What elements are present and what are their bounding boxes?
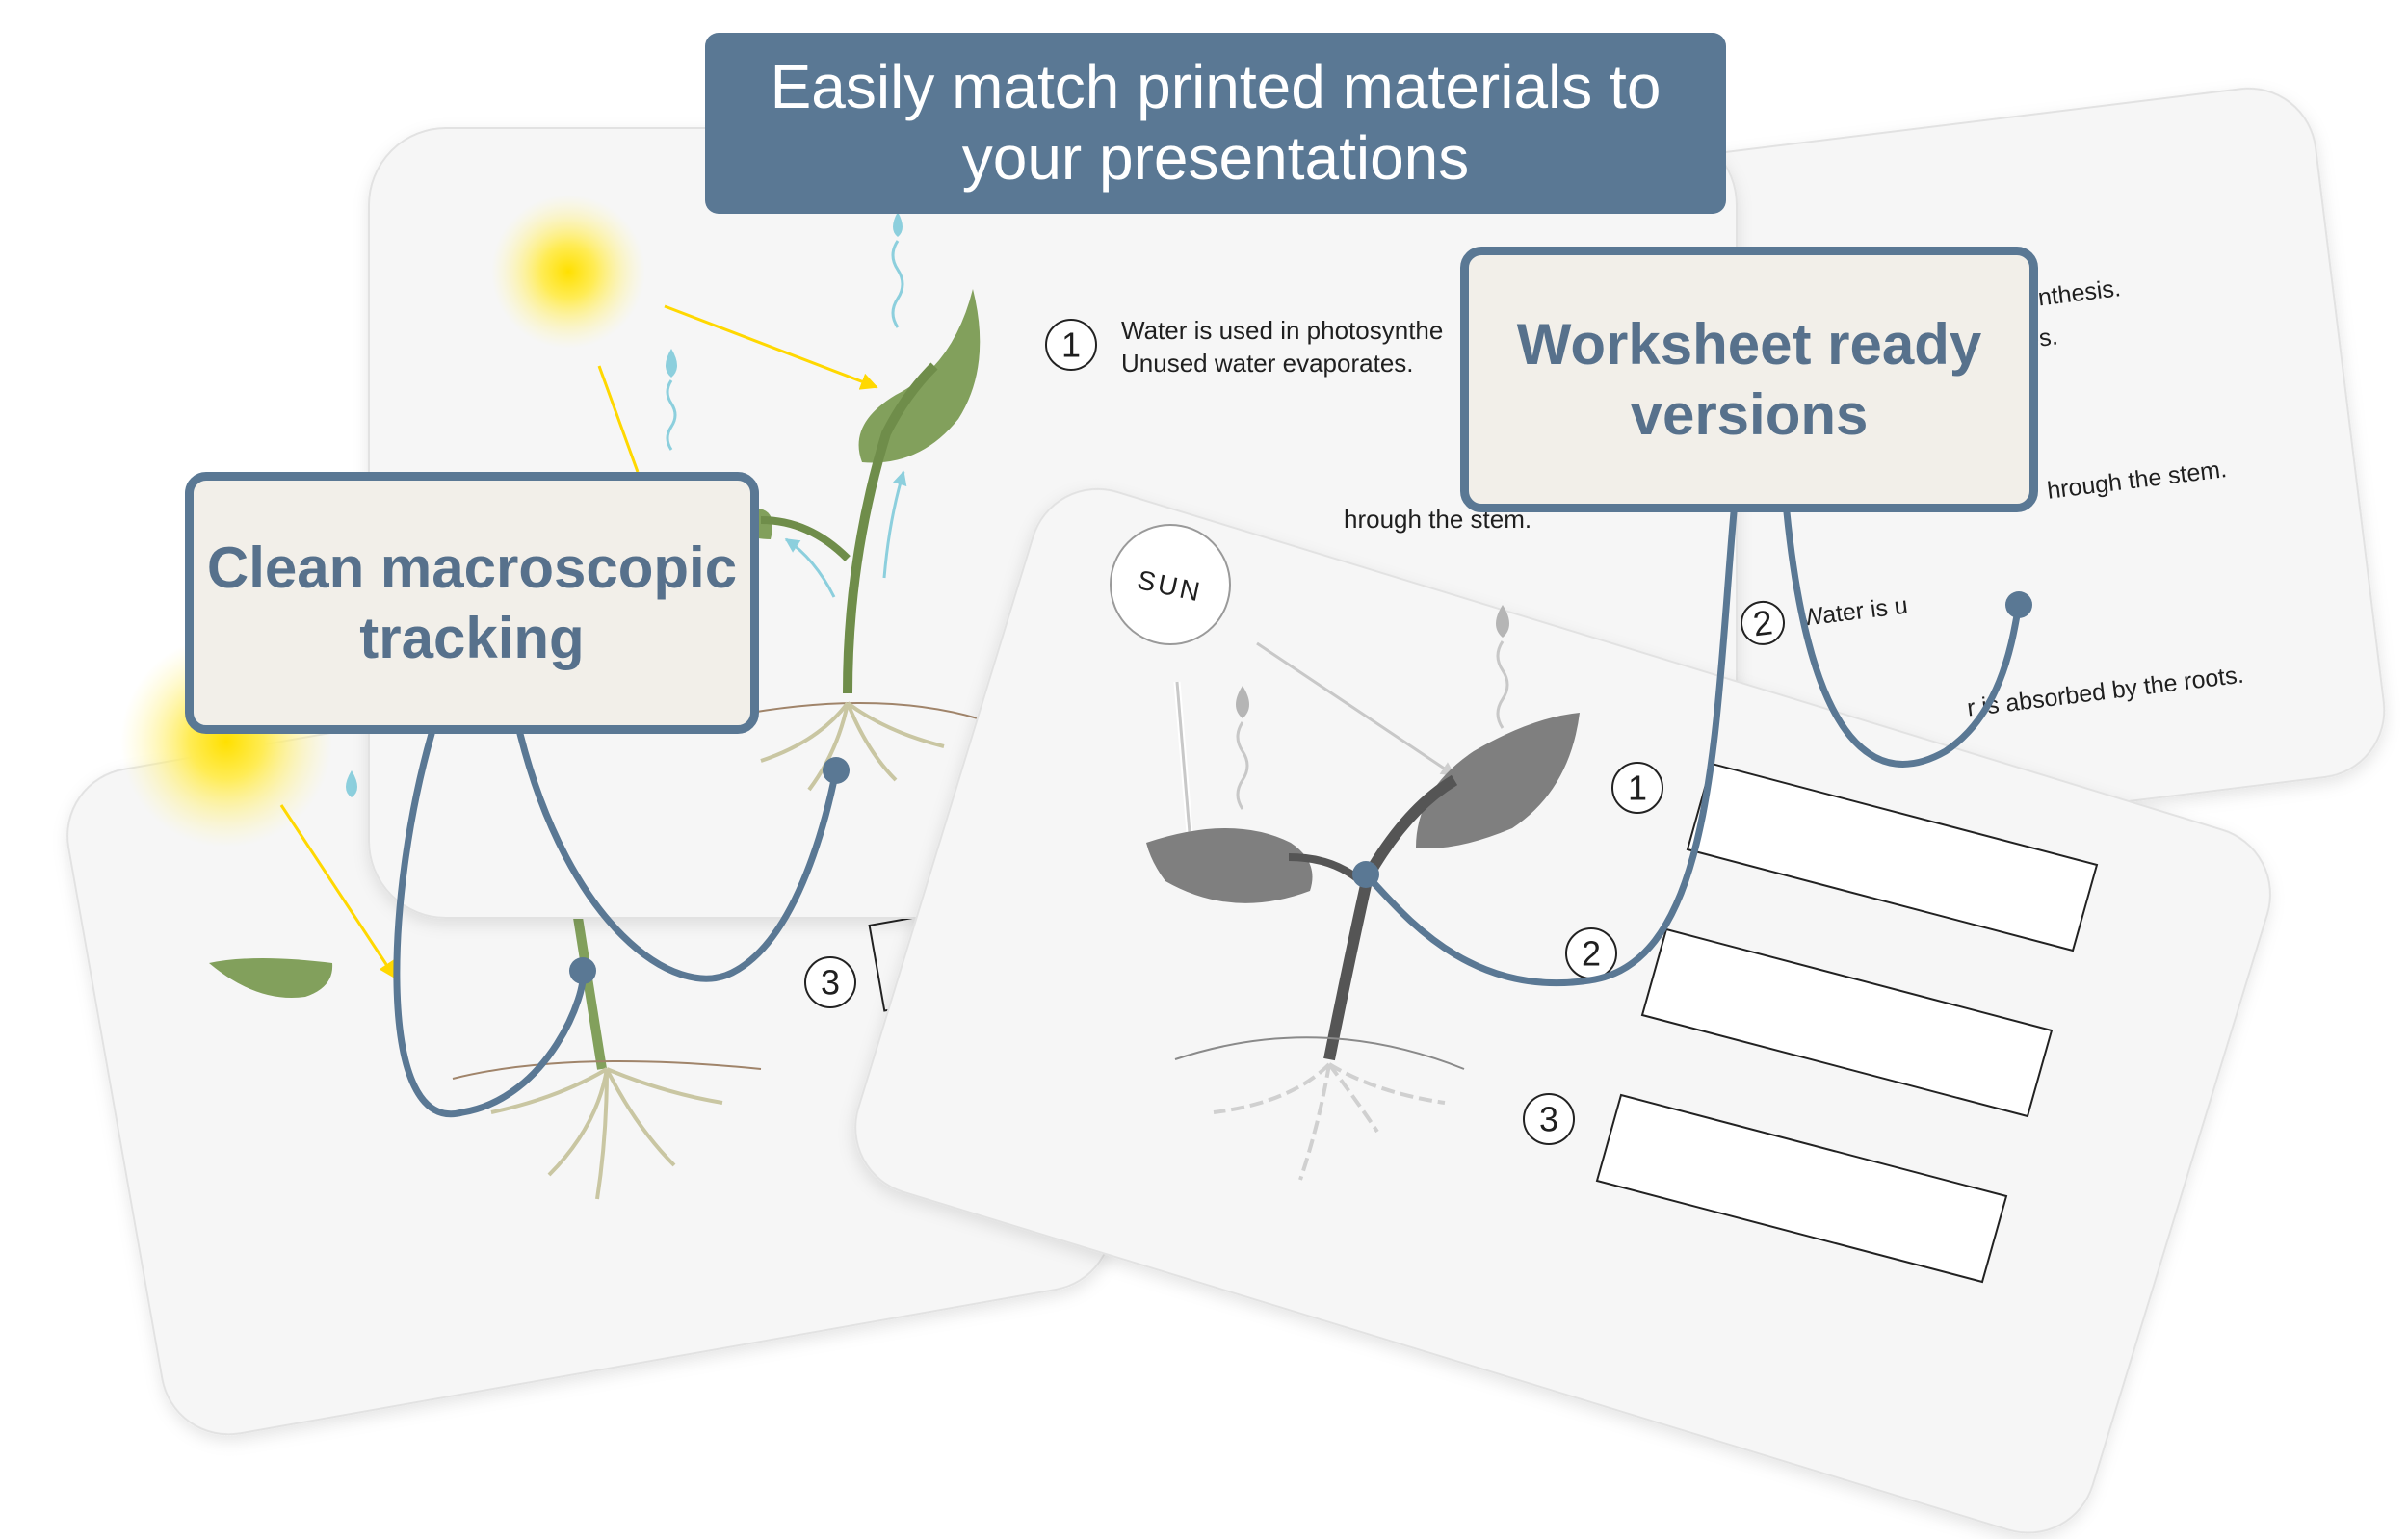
sunlight-arrow <box>1256 641 1456 777</box>
connector-left-to-back-card <box>516 730 840 982</box>
headline-banner: Easily match printed materials to your p… <box>705 33 1726 214</box>
roots-shape <box>760 701 945 792</box>
worksheet-ready-label: Worksheet ready versions <box>1460 247 2038 512</box>
sun-circle-icon <box>1110 524 1231 645</box>
worksheet-ready-line-1: Worksheet ready <box>1516 311 1982 377</box>
sunlight-arrow <box>597 365 640 473</box>
sunlight-arrow <box>279 804 397 979</box>
water-drop-icon <box>1496 605 1509 638</box>
stem-shape <box>571 904 607 1070</box>
back-card-step-1-circle <box>1045 319 1097 371</box>
water-drop-icon <box>666 349 677 378</box>
connector-endpoint-dot <box>823 757 850 784</box>
left-card-step-3-number: 3 <box>821 963 840 1003</box>
card-background <box>854 487 2271 1534</box>
headline-line-1: Easily match printed materials to <box>770 52 1662 122</box>
connector-right-to-right-card <box>1783 509 2023 768</box>
connector-lines <box>393 509 2023 1118</box>
answer-box-1[interactable] <box>1686 762 2099 952</box>
back-card-step-1-line-1: Water is used in photosynthe <box>1121 316 1443 345</box>
leaf-shape <box>209 958 333 998</box>
clean-tracking-line-1: Clean macroscopic <box>206 535 738 600</box>
front-card-box-1-circle <box>1611 762 1663 814</box>
gray-roots-shape <box>1213 1062 1446 1181</box>
front-card-box-3-number: 3 <box>1539 1100 1558 1139</box>
connector-right-to-front-card <box>1362 509 1738 987</box>
connector-left-to-left-card <box>393 730 587 1118</box>
water-drop-icon <box>893 212 903 237</box>
connector-endpoint-dot <box>2005 591 2032 618</box>
front-card-box-1-number: 1 <box>1628 769 1647 808</box>
right-card-step-2-circle <box>1740 600 1785 645</box>
water-flow-arrow <box>882 470 907 579</box>
answer-box-3[interactable] <box>1595 1093 2008 1284</box>
water-flow-arrow <box>784 537 836 598</box>
back-card-step-1-line-2: Unused water evaporates. <box>1121 349 1414 378</box>
evaporation-line <box>666 379 677 451</box>
clean-tracking-line-2: tracking <box>359 606 585 670</box>
front-card-box-2-number: 2 <box>1582 934 1601 974</box>
sun-glow-icon <box>491 195 645 349</box>
right-card-step-2-number: 2 <box>1751 602 1775 643</box>
left-card-step-3-circle <box>804 956 856 1008</box>
back-card-step-1-number: 1 <box>1061 326 1081 365</box>
clean-tracking-label: Clean macroscopic tracking <box>185 472 759 734</box>
answer-box-2[interactable] <box>1640 927 2054 1118</box>
water-drop-icon <box>346 770 357 797</box>
stem-branch <box>760 516 851 561</box>
roots-shape <box>490 1067 723 1200</box>
connector-endpoint-dot <box>569 957 596 984</box>
soil-line <box>1174 1036 1465 1070</box>
connector-endpoint-dot <box>1352 861 1379 888</box>
headline-line-2: your presentations <box>961 123 1470 193</box>
soil-line <box>452 1060 762 1080</box>
sunlight-arrow <box>664 304 878 390</box>
left-card-content: 3 <box>120 636 943 1200</box>
water-drop-icon <box>1236 686 1249 718</box>
stem-shape <box>843 362 938 694</box>
gray-leaf-shape <box>1146 828 1313 903</box>
worksheet-ready-line-2: versions <box>1630 382 1869 447</box>
back-card-content: 1 Water is used in photosynthe Unused wa… <box>491 195 1531 792</box>
front-card-box-3-circle <box>1523 1093 1575 1145</box>
evaporation-line <box>891 240 904 328</box>
gray-leaf-shape <box>1416 713 1580 848</box>
front-worksheet-card <box>854 487 2271 1534</box>
evaporation-line <box>1236 721 1249 810</box>
evaporation-line <box>1496 640 1509 729</box>
